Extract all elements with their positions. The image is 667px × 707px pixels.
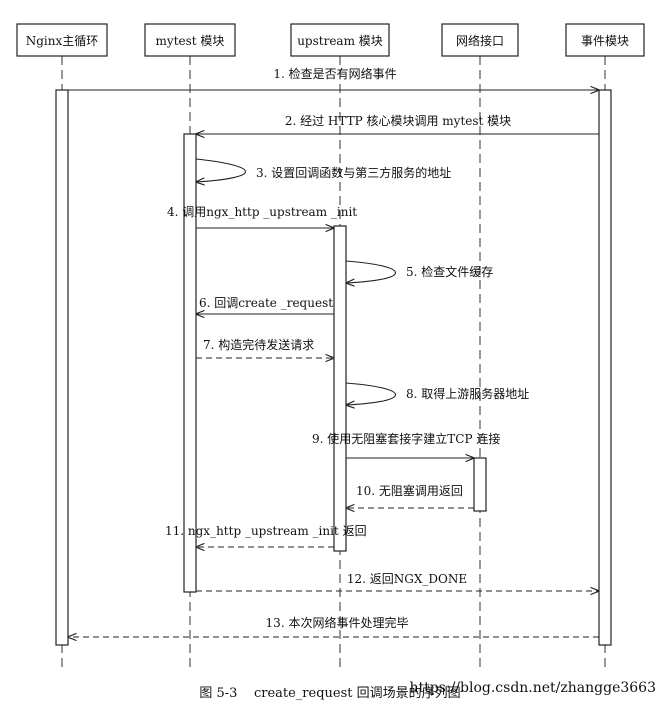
actor-upstream-label: upstream 模块 <box>297 34 383 48</box>
actor-mytest-label: mytest 模块 <box>156 34 225 48</box>
actor-event: 事件模块 <box>565 23 645 57</box>
actor-upstream: upstream 模块 <box>290 23 390 57</box>
actor-network: 网络接口 <box>441 23 519 57</box>
activation-mytest <box>183 133 197 593</box>
message-1-label: 1. 检查是否有网络事件 <box>273 66 396 81</box>
actor-event-label: 事件模块 <box>581 34 629 48</box>
message-11-label: 11. ngx_http _upstream _init 返回 <box>165 524 367 538</box>
activation-nginx <box>55 89 69 646</box>
message-3-arrow <box>196 158 246 182</box>
actor-nginx: Nginx主循环 <box>16 23 108 57</box>
message-8-label: 8. 取得上游服务器地址 <box>406 386 529 401</box>
message-9-label: 9. 使用无阻塞套接字建立TCP 连接 <box>312 431 500 446</box>
activation-event <box>598 89 612 646</box>
figure-caption: 图 5-3 create_request 回调场景的序列图 <box>199 685 460 701</box>
message-12-label: 12. 返回NGX_DONE <box>347 572 467 586</box>
watermark: https://blog.csdn.net/zhangge3663 <box>409 680 656 696</box>
actor-mytest: mytest 模块 <box>144 23 236 57</box>
actor-nginx-label: Nginx主循环 <box>26 34 99 48</box>
message-13-label: 13. 本次网络事件处理完毕 <box>266 615 409 630</box>
actor-network-label: 网络接口 <box>456 33 504 48</box>
message-6-label: 6. 回调create _request <box>199 296 333 310</box>
message-5-label: 5. 检查文件缓存 <box>406 264 493 279</box>
message-7-label: 7. 构造完待发送请求 <box>203 337 314 352</box>
message-3-label: 3. 设置回调函数与第三方服务的地址 <box>256 165 451 180</box>
message-2-label: 2. 经过 HTTP 核心模块调用 mytest 模块 <box>285 114 511 128</box>
message-4-label: 4. 调用ngx_http _upstream _init <box>167 205 357 219</box>
message-5-arrow <box>346 260 396 283</box>
activation-network <box>473 457 487 512</box>
message-10-label: 10. 无阻塞调用返回 <box>356 483 463 498</box>
activation-upstream <box>333 225 347 552</box>
message-8-arrow <box>346 382 396 405</box>
